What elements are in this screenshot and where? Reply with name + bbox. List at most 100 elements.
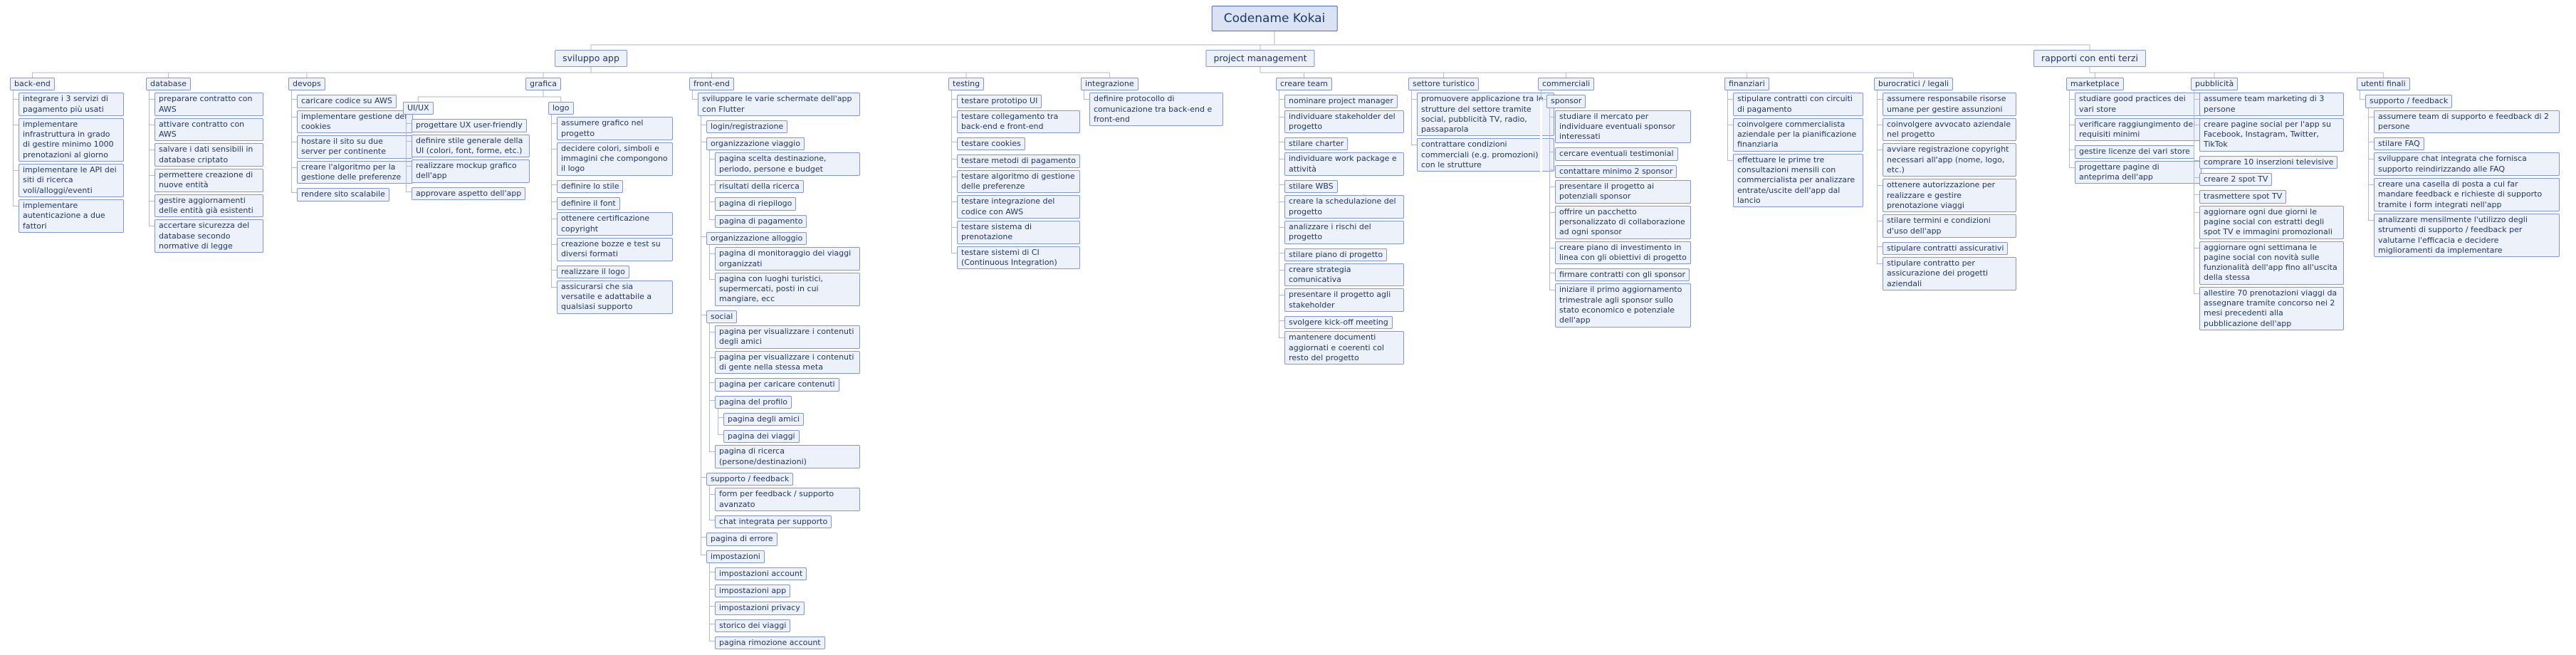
task-node[interactable]: pagina di monitoraggio dei viaggi organi…: [715, 247, 860, 271]
task-node[interactable]: stipulare contratti assicurativi: [1883, 241, 2009, 256]
task-node[interactable]: stipulare contratti con circuiti di paga…: [1733, 93, 1863, 116]
task-node[interactable]: testare sistemi di CI (Continuous Integr…: [957, 246, 1080, 270]
task-node[interactable]: attivare contratto con AWS: [155, 117, 263, 142]
task-node[interactable]: pagina per visualizzare i contenuti degl…: [715, 325, 860, 349]
node-integrazione[interactable]: integrazione: [1081, 78, 1138, 91]
node-finanziari[interactable]: finanziari: [1724, 78, 1769, 91]
task-node[interactable]: testare collegamento tra back-end e fron…: [957, 110, 1080, 134]
task-node[interactable]: individuare work package e attività: [1284, 152, 1404, 177]
task-node[interactable]: impostazioni: [706, 550, 765, 563]
task-node[interactable]: approvare aspetto dell'app: [412, 187, 526, 201]
task-node[interactable]: assumere responsabile risorse umane per …: [1883, 93, 2016, 116]
task-node[interactable]: accertare sicurezza del database secondo…: [155, 219, 263, 253]
task-node[interactable]: assicurarsi che sia versatile e adattabi…: [557, 280, 673, 314]
task-node[interactable]: stilare WBS: [1284, 180, 1338, 194]
task-node[interactable]: caricare codice su AWS: [297, 95, 397, 108]
task-node[interactable]: progettare UX user-friendly: [412, 119, 527, 132]
task-node[interactable]: stilare FAQ: [2374, 137, 2424, 151]
task-node[interactable]: mantenere documenti aggiornati e coerent…: [1284, 331, 1404, 365]
task-node[interactable]: salvare i dati sensibili in database cri…: [155, 143, 263, 167]
task-node[interactable]: pagina del profilo: [715, 395, 792, 409]
node-devops[interactable]: devops: [288, 78, 325, 91]
node-back-end[interactable]: back-end: [10, 78, 55, 91]
node-burocratici-legali[interactable]: burocratici / legali: [1874, 78, 1954, 91]
task-node[interactable]: aggiornare ogni settimana le pagine soci…: [2199, 241, 2344, 285]
task-node[interactable]: testare integrazione del codice con AWS: [957, 195, 1080, 219]
task-node[interactable]: testare sistema di prenotazione: [957, 220, 1080, 244]
task-node[interactable]: creare una casella di posta a cui far ma…: [2374, 178, 2560, 211]
task-node[interactable]: pagina per visualizzare i contenuti di g…: [715, 350, 860, 374]
task-node[interactable]: assumere team marketing di 3 persone: [2199, 93, 2344, 116]
task-node[interactable]: pagina di errore: [706, 533, 777, 546]
node-front-end[interactable]: front-end: [689, 78, 734, 91]
task-node[interactable]: allestire 70 prenotazioni viaggi da asse…: [2199, 286, 2344, 330]
task-node[interactable]: stipulare contratto per assicurazione de…: [1883, 257, 2016, 291]
task-node[interactable]: rendere sito scalabile: [297, 188, 389, 201]
task-node[interactable]: comprare 10 inserzioni televisive: [2199, 155, 2338, 169]
task-node[interactable]: sviluppare chat integrata che fornisca s…: [2374, 152, 2560, 177]
task-node[interactable]: testare metodi di pagamento: [957, 154, 1080, 168]
task-node[interactable]: integrare i 3 servizi di pagamento più u…: [19, 93, 124, 116]
task-node[interactable]: supporto / feedback: [2365, 95, 2453, 108]
task-node[interactable]: creare la schedulazione del progetto: [1284, 195, 1404, 219]
task-node[interactable]: realizzare mockup grafico dell'app: [412, 159, 530, 183]
task-node[interactable]: cercare eventuali testimonial: [1555, 147, 1678, 161]
task-node[interactable]: presentare il progetto agli stakeholder: [1284, 288, 1404, 313]
task-node[interactable]: iniziare il primo aggiornamento trimestr…: [1555, 283, 1691, 328]
branch-node-sviluppo-app[interactable]: sviluppo app: [555, 50, 627, 68]
task-node[interactable]: definire protocollo di comunicazione tra…: [1089, 93, 1223, 127]
task-node[interactable]: contattare minimo 2 sponsor: [1555, 164, 1677, 179]
task-node[interactable]: pagina per caricare contenuti: [715, 378, 839, 392]
node-database[interactable]: database: [146, 78, 191, 91]
task-node[interactable]: trasmettere spot TV: [2199, 190, 2287, 204]
task-node[interactable]: studiare il mercato per individuare even…: [1555, 110, 1691, 144]
task-node[interactable]: definire lo stile: [557, 179, 624, 194]
task-node[interactable]: aggiornare ogni due giorni le pagine soc…: [2199, 205, 2344, 239]
node-logo[interactable]: logo: [548, 102, 574, 115]
task-node[interactable]: definire il font: [557, 197, 620, 211]
task-node[interactable]: hostare il sito su due server per contin…: [297, 135, 413, 159]
task-node[interactable]: pagina di ricerca (persone/destinazioni): [715, 445, 860, 469]
task-node[interactable]: form per feedback / supporto avanzato: [715, 488, 860, 511]
task-node[interactable]: pagina scelta destinazione, periodo, per…: [715, 152, 860, 177]
node-settore-turistico[interactable]: settore turistico: [1408, 78, 1480, 91]
node-pubblicita[interactable]: pubblicità: [2191, 78, 2239, 91]
task-node[interactable]: creare pagine social per l'app su Facebo…: [2199, 117, 2344, 152]
task-node[interactable]: definire stile generale della UI (colori…: [412, 134, 530, 158]
task-node[interactable]: testare algoritmo di gestione delle pref…: [957, 169, 1080, 194]
task-node[interactable]: individuare stakeholder del progetto: [1284, 110, 1404, 134]
task-node[interactable]: gestire licenze dei vari store: [2075, 145, 2194, 159]
task-node[interactable]: effettuare le prime tre consultazioni me…: [1733, 153, 1863, 208]
task-node[interactable]: impostazioni account: [715, 567, 807, 581]
task-node[interactable]: creare strategia comunicativa: [1284, 263, 1404, 287]
task-node[interactable]: verificare raggiungimento dei requisiti …: [2075, 117, 2201, 142]
task-node[interactable]: organizzazione alloggio: [706, 231, 807, 246]
task-node[interactable]: progettare pagine di anteprima dell'app: [2075, 160, 2201, 184]
task-node[interactable]: realizzare il logo: [557, 265, 629, 278]
task-node[interactable]: stilare charter: [1284, 137, 1349, 151]
node-marketplace[interactable]: marketplace: [2066, 78, 2124, 91]
task-node[interactable]: risultati della ricerca: [715, 180, 804, 194]
task-node[interactable]: creare piano di investimento in linea co…: [1555, 241, 1691, 265]
task-node[interactable]: creazione bozze e test su diversi format…: [557, 237, 673, 261]
node-grafica[interactable]: grafica: [525, 78, 561, 91]
task-node[interactable]: pagina di riepilogo: [715, 197, 797, 211]
task-node[interactable]: creare 2 spot TV: [2199, 173, 2273, 187]
task-node[interactable]: ottenere autorizzazione per realizzare e…: [1883, 179, 2016, 213]
task-node[interactable]: storico dei viaggi: [715, 619, 791, 632]
node-utenti-finali[interactable]: utenti finali: [2357, 78, 2410, 91]
task-node[interactable]: analizzare i rischi del progetto: [1284, 220, 1404, 244]
task-node[interactable]: analizzare mensilmente l'utilizzo degli …: [2374, 213, 2560, 258]
task-node[interactable]: testare cookies: [957, 137, 1025, 151]
task-node[interactable]: preparare contratto con AWS: [155, 93, 263, 116]
task-node[interactable]: svolgere kick-off meeting: [1284, 316, 1393, 330]
task-node[interactable]: firmare contratti con gli sponsor: [1555, 268, 1690, 282]
root-node[interactable]: Codename Kokai: [1211, 6, 1338, 32]
task-node[interactable]: pagina con luoghi turistici, supermercat…: [715, 272, 860, 306]
task-node[interactable]: permettere creazione di nuove entità: [155, 169, 263, 192]
task-node[interactable]: contrattare condizioni commerciali (e.g.…: [1417, 138, 1554, 172]
task-node[interactable]: pagina degli amici: [723, 412, 804, 426]
task-node[interactable]: studiare good practices dei vari store: [2075, 93, 2201, 116]
task-node[interactable]: implementare le API dei siti di ricerca …: [19, 164, 124, 197]
task-node[interactable]: impostazioni app: [715, 585, 791, 598]
